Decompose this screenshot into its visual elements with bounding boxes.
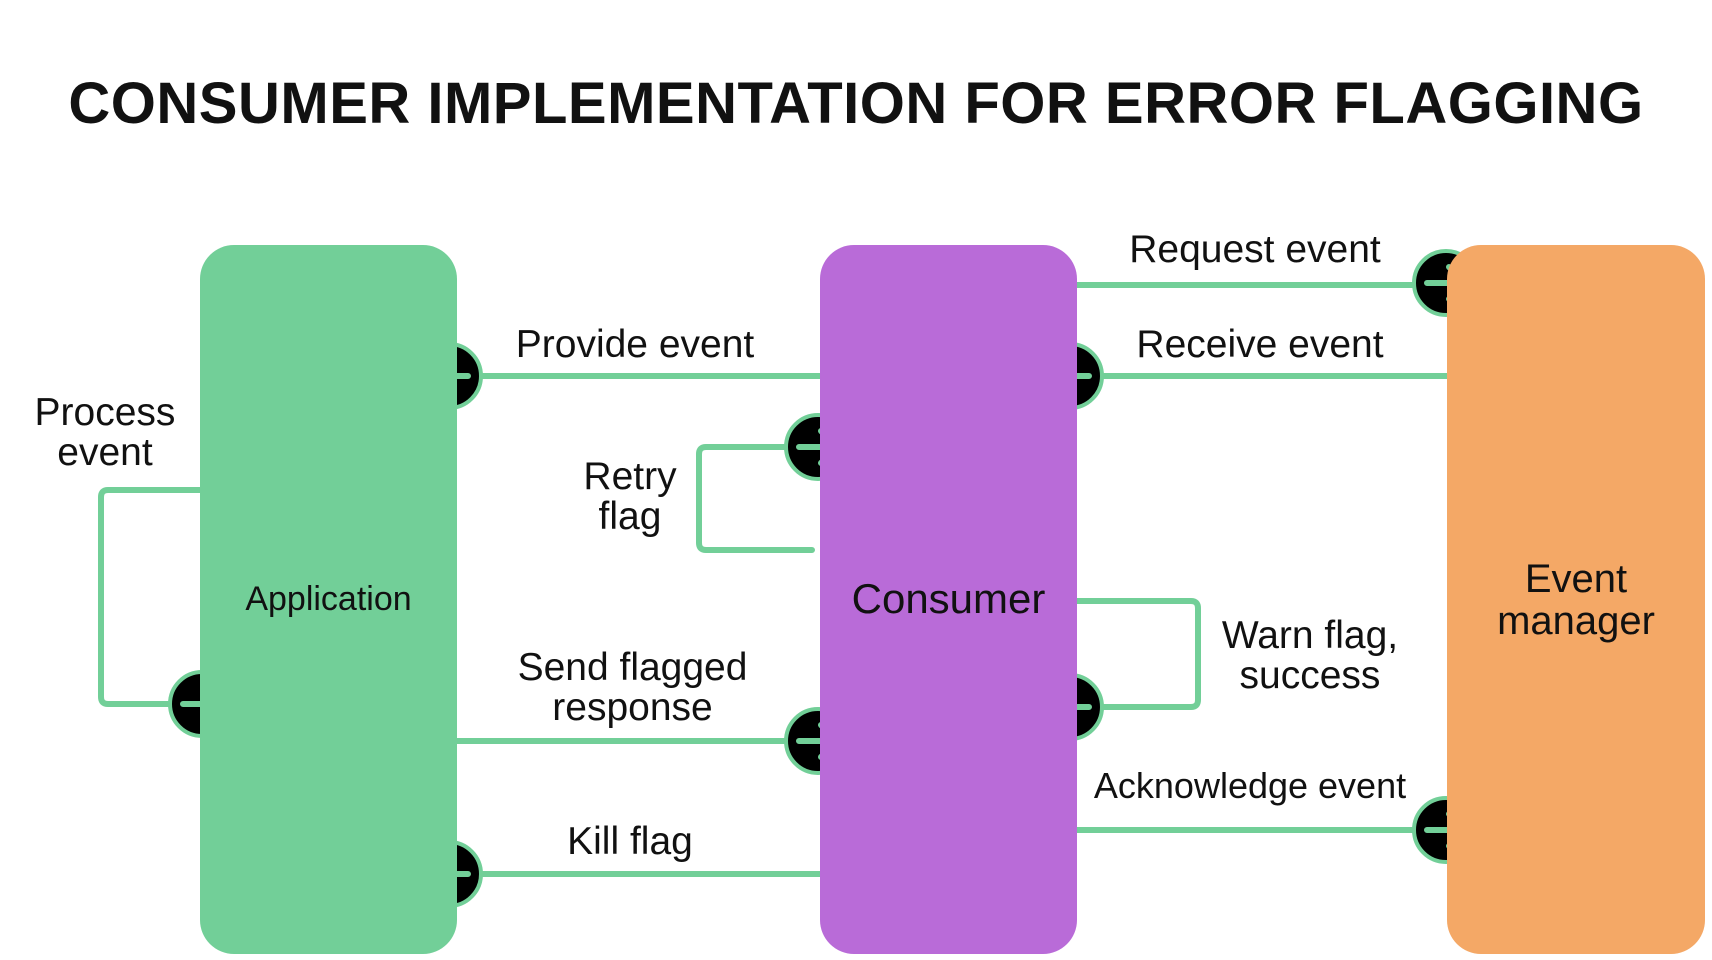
event-manager-block: Event manager (1447, 245, 1705, 954)
consumer-label: Consumer (851, 575, 1046, 623)
kill-flag-label: Kill flag (567, 820, 693, 863)
event-manager-label: Event manager (1497, 556, 1655, 643)
retry-flag-line-1: Retry (583, 455, 677, 498)
process-event-line-1: Process (34, 391, 176, 434)
request-event-label: Request event (1129, 228, 1381, 271)
warn-flag-label: Warn flag, success (1200, 616, 1420, 696)
provide-event-label: Provide event (515, 323, 755, 366)
send-flagged-line-2: response (552, 685, 713, 729)
send-flagged-line-1: Send flagged (517, 646, 748, 689)
consumer-block: Consumer (820, 245, 1077, 954)
warn-flag-line-1: Warn flag, (1221, 614, 1399, 657)
process-event-label: Process event (20, 393, 190, 473)
send-flagged-label: Send flagged response (485, 648, 780, 728)
process-event-connector (98, 487, 203, 707)
application-block: Application (200, 245, 457, 954)
warn-flag-connector (1074, 598, 1201, 710)
retry-flag-label: Retry flag (565, 457, 695, 537)
acknowledge-event-label: Acknowledge event (1093, 765, 1407, 806)
receive-event-label: Receive event (1136, 323, 1384, 366)
process-event-line-2: event (57, 430, 153, 474)
application-label: Application (245, 579, 412, 618)
retry-flag-connector (696, 444, 821, 553)
retry-flag-line-2: flag (598, 494, 662, 538)
diagram-title: CONSUMER IMPLEMENTATION FOR ERROR FLAGGI… (68, 71, 1644, 136)
warn-flag-line-2: success (1239, 653, 1381, 697)
